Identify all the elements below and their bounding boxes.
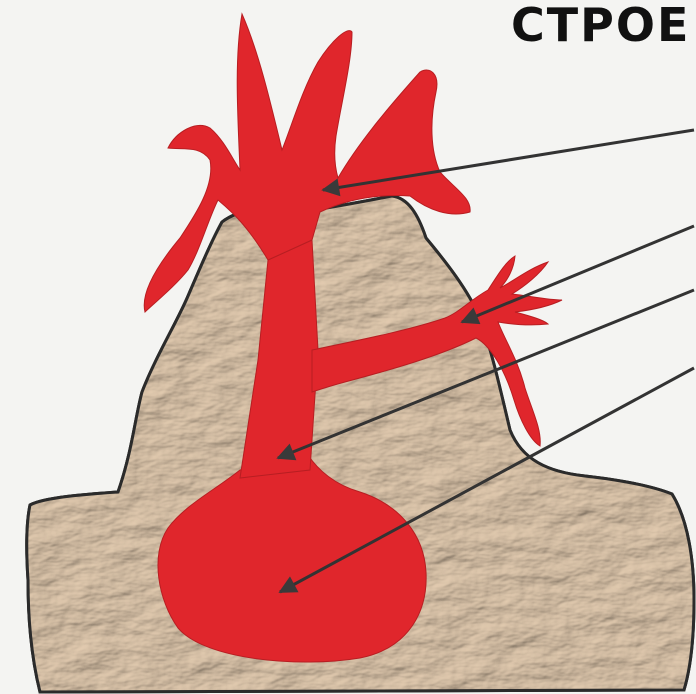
page-title: СТРОЕ xyxy=(511,2,690,48)
arrow-2-side-branch xyxy=(462,226,694,322)
